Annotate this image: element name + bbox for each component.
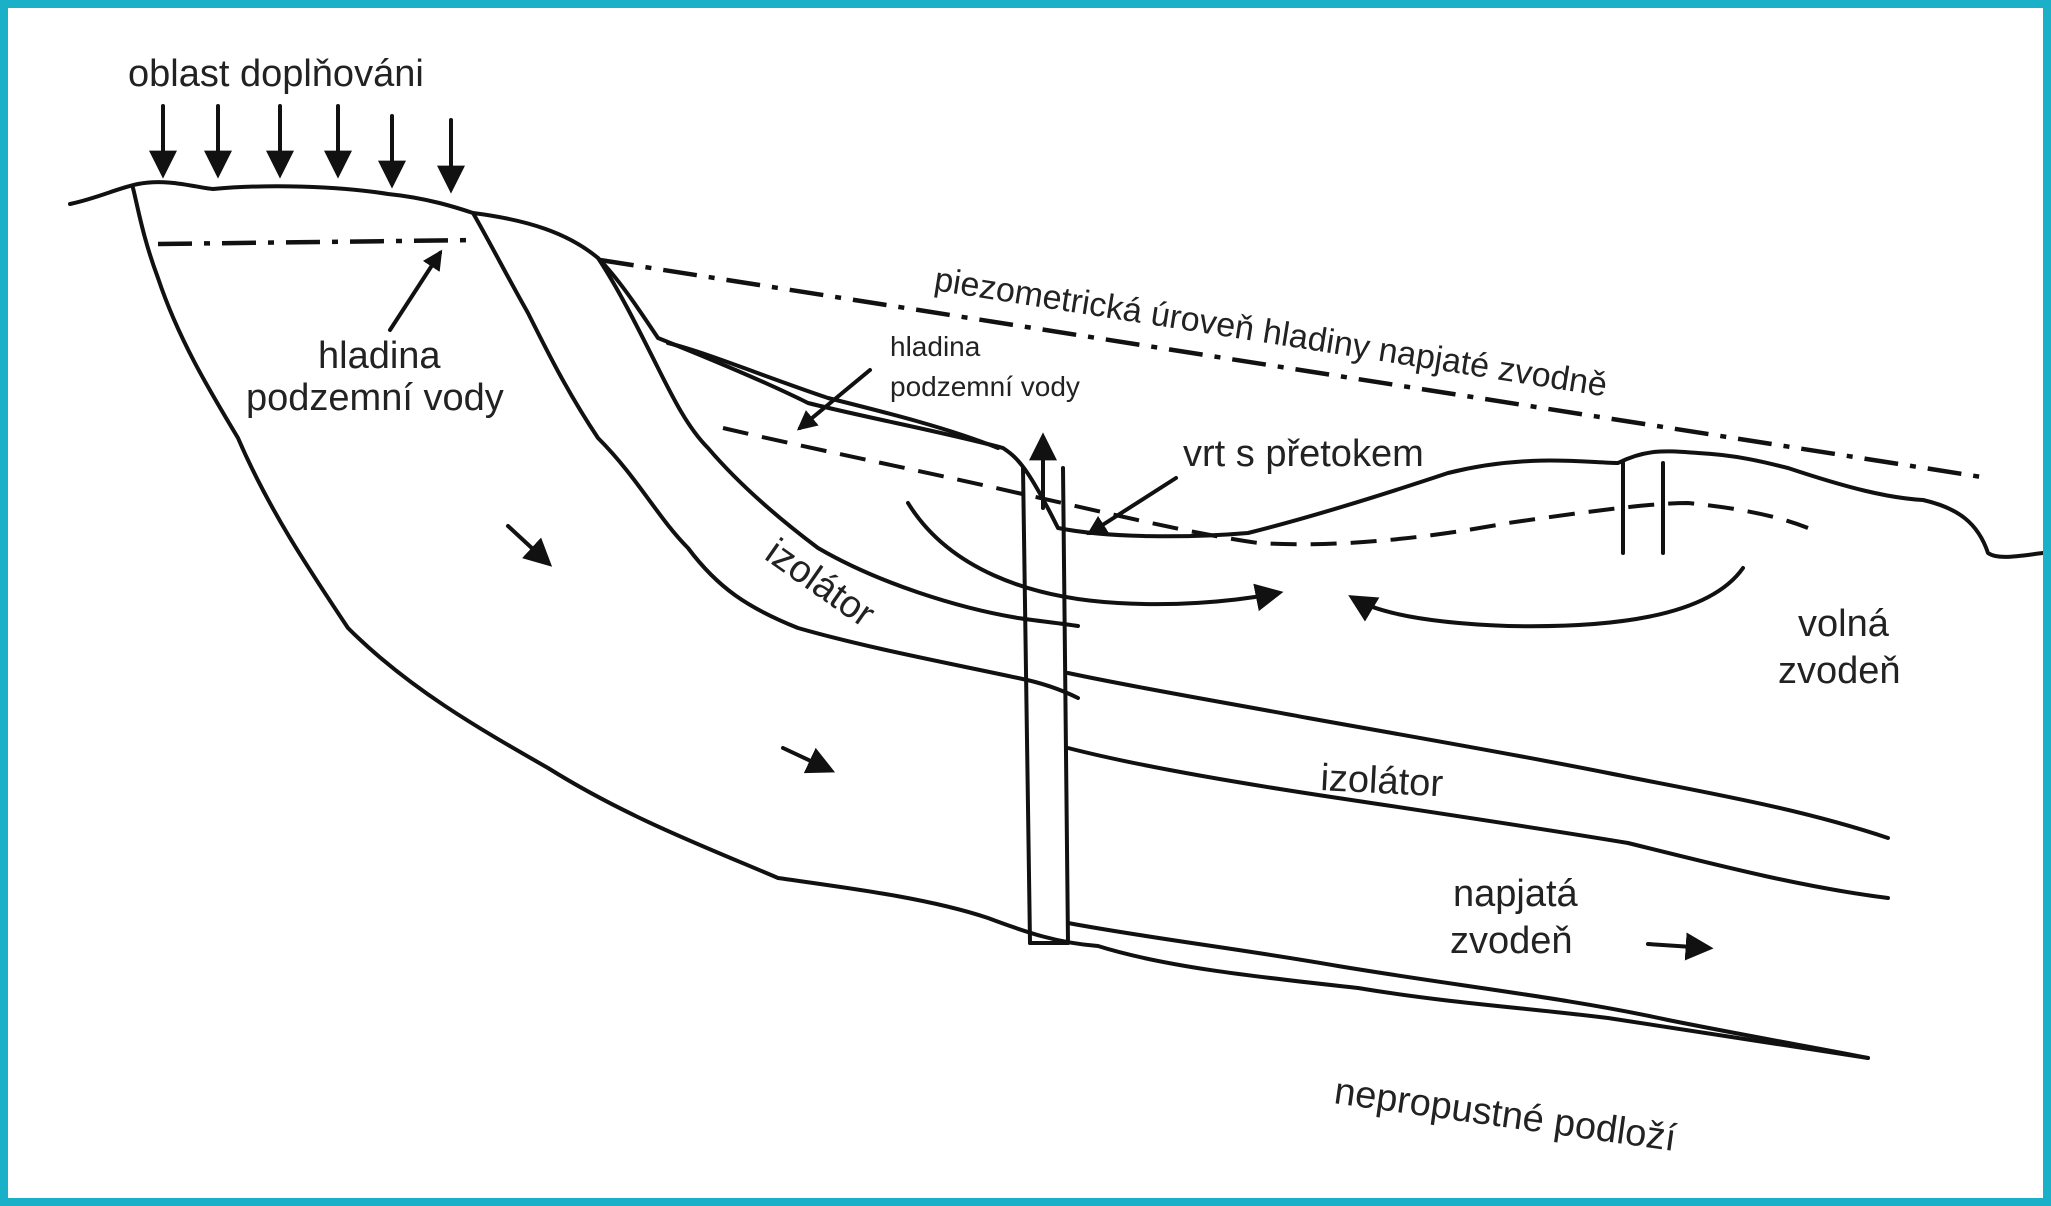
recharge-arrows — [149, 104, 465, 194]
upper-aquitard-top — [1066, 746, 1890, 900]
aquitard-lower-label: izolátor — [1320, 757, 1445, 805]
flow-arrow-1 — [506, 524, 553, 567]
water-table-left-label-2: podzemní vody — [246, 377, 504, 419]
unconfined-aquifer-label-2: zvodeň — [1778, 650, 1901, 692]
recharge-area-label: oblast doplňováni — [128, 53, 424, 95]
shallow-layer-top — [666, 341, 1000, 450]
confined-aquifer-base-line — [131, 186, 1870, 1060]
aquitard-outcrop-left — [471, 211, 1080, 700]
water-table-mid-pointer — [796, 368, 872, 431]
aquifer-cross-section: oblast doplňováni hladina podzemní vody … — [68, 53, 2043, 1160]
impermeable-base-label: nepropustné podloží — [1332, 1070, 1679, 1160]
water-table-left-pointer — [388, 249, 443, 332]
well-casing-left — [1021, 466, 1032, 945]
flow-line-left — [906, 501, 1284, 612]
water-table-mid-label-1: hladina — [890, 331, 981, 362]
confined-aquifer-label-2: zvodeň — [1450, 920, 1573, 962]
confined-aquifer-label-1: napjatá — [1453, 873, 1579, 915]
diagram-frame: oblast doplňováni hladina podzemní vody … — [8, 8, 2043, 1198]
water-table-mid-label-2: podzemní vody — [890, 371, 1080, 402]
upper-aquitard-bottom — [1066, 671, 1890, 840]
flow-line-right — [1348, 566, 1745, 629]
well-casing-right — [1061, 466, 1070, 945]
flowing-well-label: vrt s přetokem — [1183, 433, 1424, 475]
water-table-left-label-1: hladina — [318, 335, 441, 377]
lower-aquitard-line — [1066, 921, 1870, 1060]
water-table-mid — [722, 426, 1809, 547]
flow-arrow-2 — [781, 746, 836, 774]
aquitard-outcrop-right — [596, 256, 1080, 628]
well-label-pointer — [1086, 476, 1178, 536]
water-table-left — [157, 237, 479, 247]
flow-arrow-3 — [1646, 932, 1714, 961]
piezometric-surface-line — [599, 257, 1989, 481]
unconfined-aquifer-label-1: volná — [1798, 603, 1890, 645]
